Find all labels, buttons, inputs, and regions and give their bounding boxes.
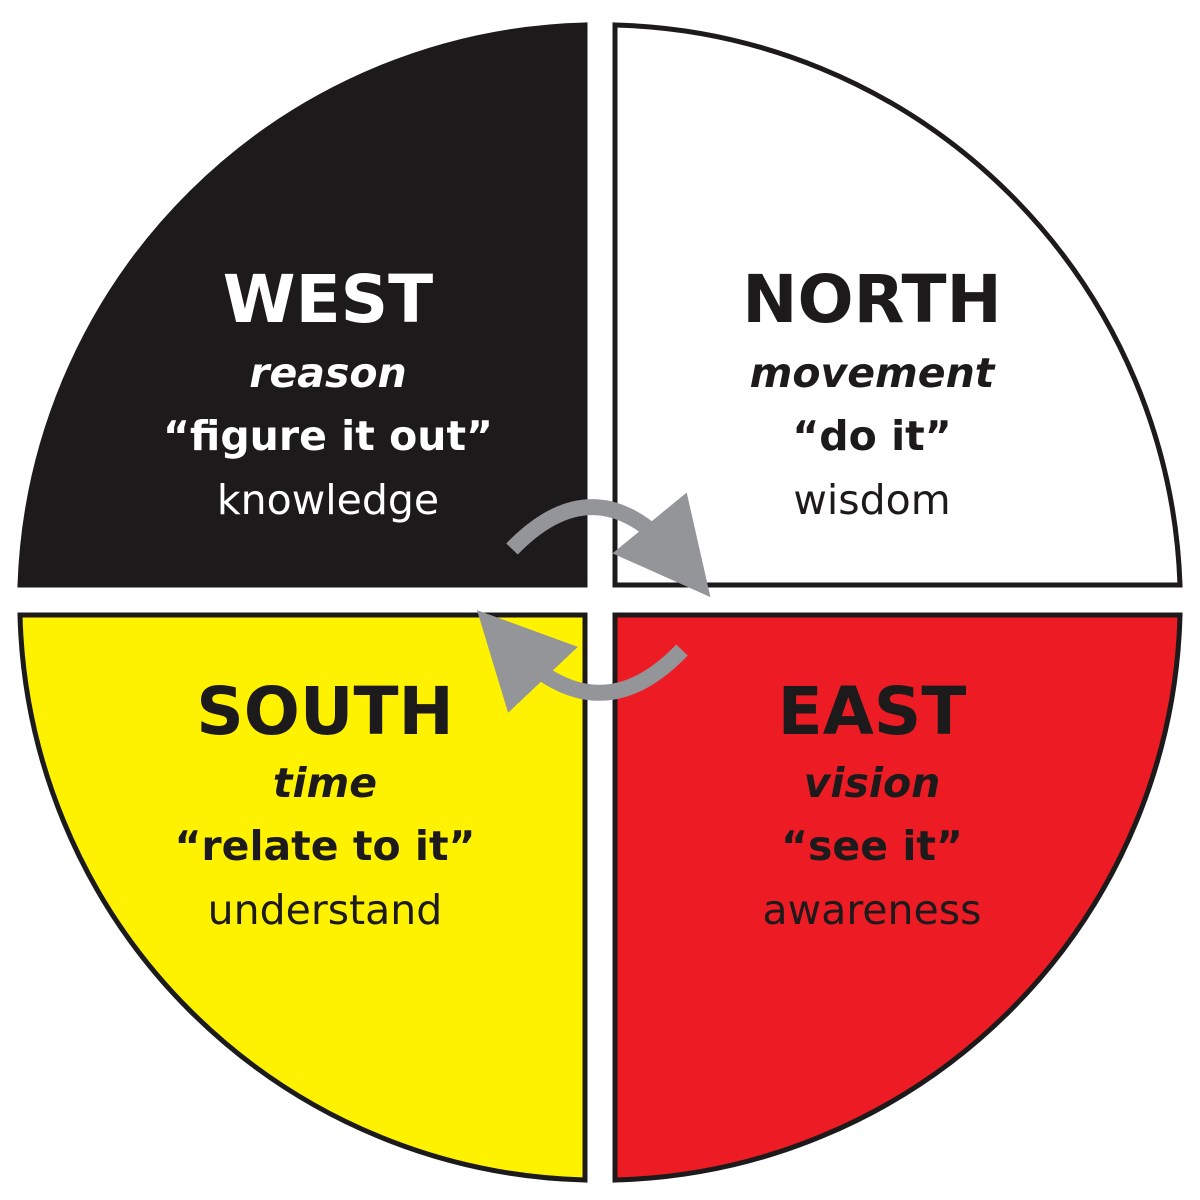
south-phrase: “relate to it” (174, 822, 475, 870)
south-quadrant (17, 612, 588, 1183)
east-quality: awareness (763, 886, 982, 934)
north-phrase: “do it” (792, 412, 951, 460)
north-label-group: NORTH movement “do it” wisdom (742, 261, 1001, 524)
north-quality: wisdom (793, 476, 950, 524)
east-quadrant (612, 612, 1183, 1183)
west-quality: knowledge (217, 476, 439, 524)
east-keyword: vision (804, 759, 941, 807)
curved-arrow-top-icon (506, 492, 711, 598)
east-phrase: “see it” (781, 822, 963, 870)
north-keyword: movement (750, 349, 996, 397)
west-phrase: “figure it out” (163, 412, 493, 460)
south-keyword: time (273, 759, 377, 807)
curved-arrow-bottom-icon (476, 610, 688, 713)
north-quadrant (612, 22, 1183, 588)
west-title: WEST (223, 261, 433, 338)
east-label-group: EAST vision “see it” awareness (763, 673, 982, 934)
west-quadrant (17, 22, 588, 588)
south-title: SOUTH (196, 673, 454, 750)
west-keyword: reason (249, 349, 406, 397)
north-title: NORTH (742, 261, 1001, 338)
south-quality: understand (208, 886, 443, 934)
south-label-group: SOUTH time “relate to it” understand (174, 673, 475, 934)
east-title: EAST (778, 673, 967, 750)
west-label-group: WEST reason “figure it out” knowledge (163, 261, 493, 524)
